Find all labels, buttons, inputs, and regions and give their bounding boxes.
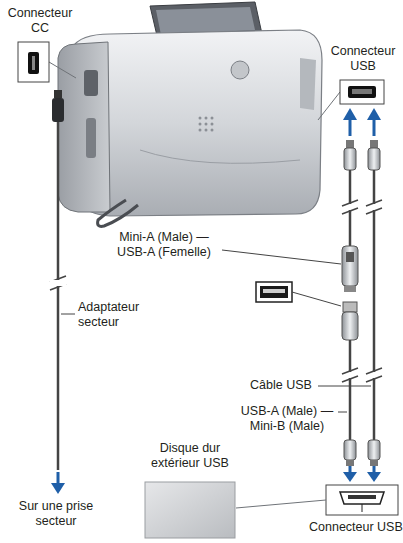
outlet-label: Sur une prise secteur — [4, 499, 108, 529]
cable-label: Mini-A (Male) — USB-A (Femelle) — [108, 230, 220, 260]
dc-connector-inset — [18, 42, 76, 82]
cable-label: Câble USB — [250, 378, 318, 393]
usb-connector-inset — [318, 80, 384, 136]
usb-arrows-down — [343, 466, 381, 482]
adapter-label: Adaptateur secteur — [78, 300, 160, 330]
connector-label: Connecteur CC — [5, 6, 75, 36]
camcorder — [58, 2, 322, 226]
external-hard-disk — [145, 482, 235, 538]
device-label: Disque dur extérieur USB — [138, 441, 242, 471]
usb-a-port-icon — [256, 282, 341, 306]
connector-label: Connecteur USB — [309, 520, 401, 535]
usb-adapter-cable — [222, 140, 358, 466]
connector-label: Connecteur USB — [325, 44, 401, 74]
ac-adapter-cable — [50, 90, 75, 494]
hdd-usb-port-inset — [236, 485, 398, 515]
cable-label: USB-A (Male) — Mini-B (Male) — [236, 404, 338, 434]
